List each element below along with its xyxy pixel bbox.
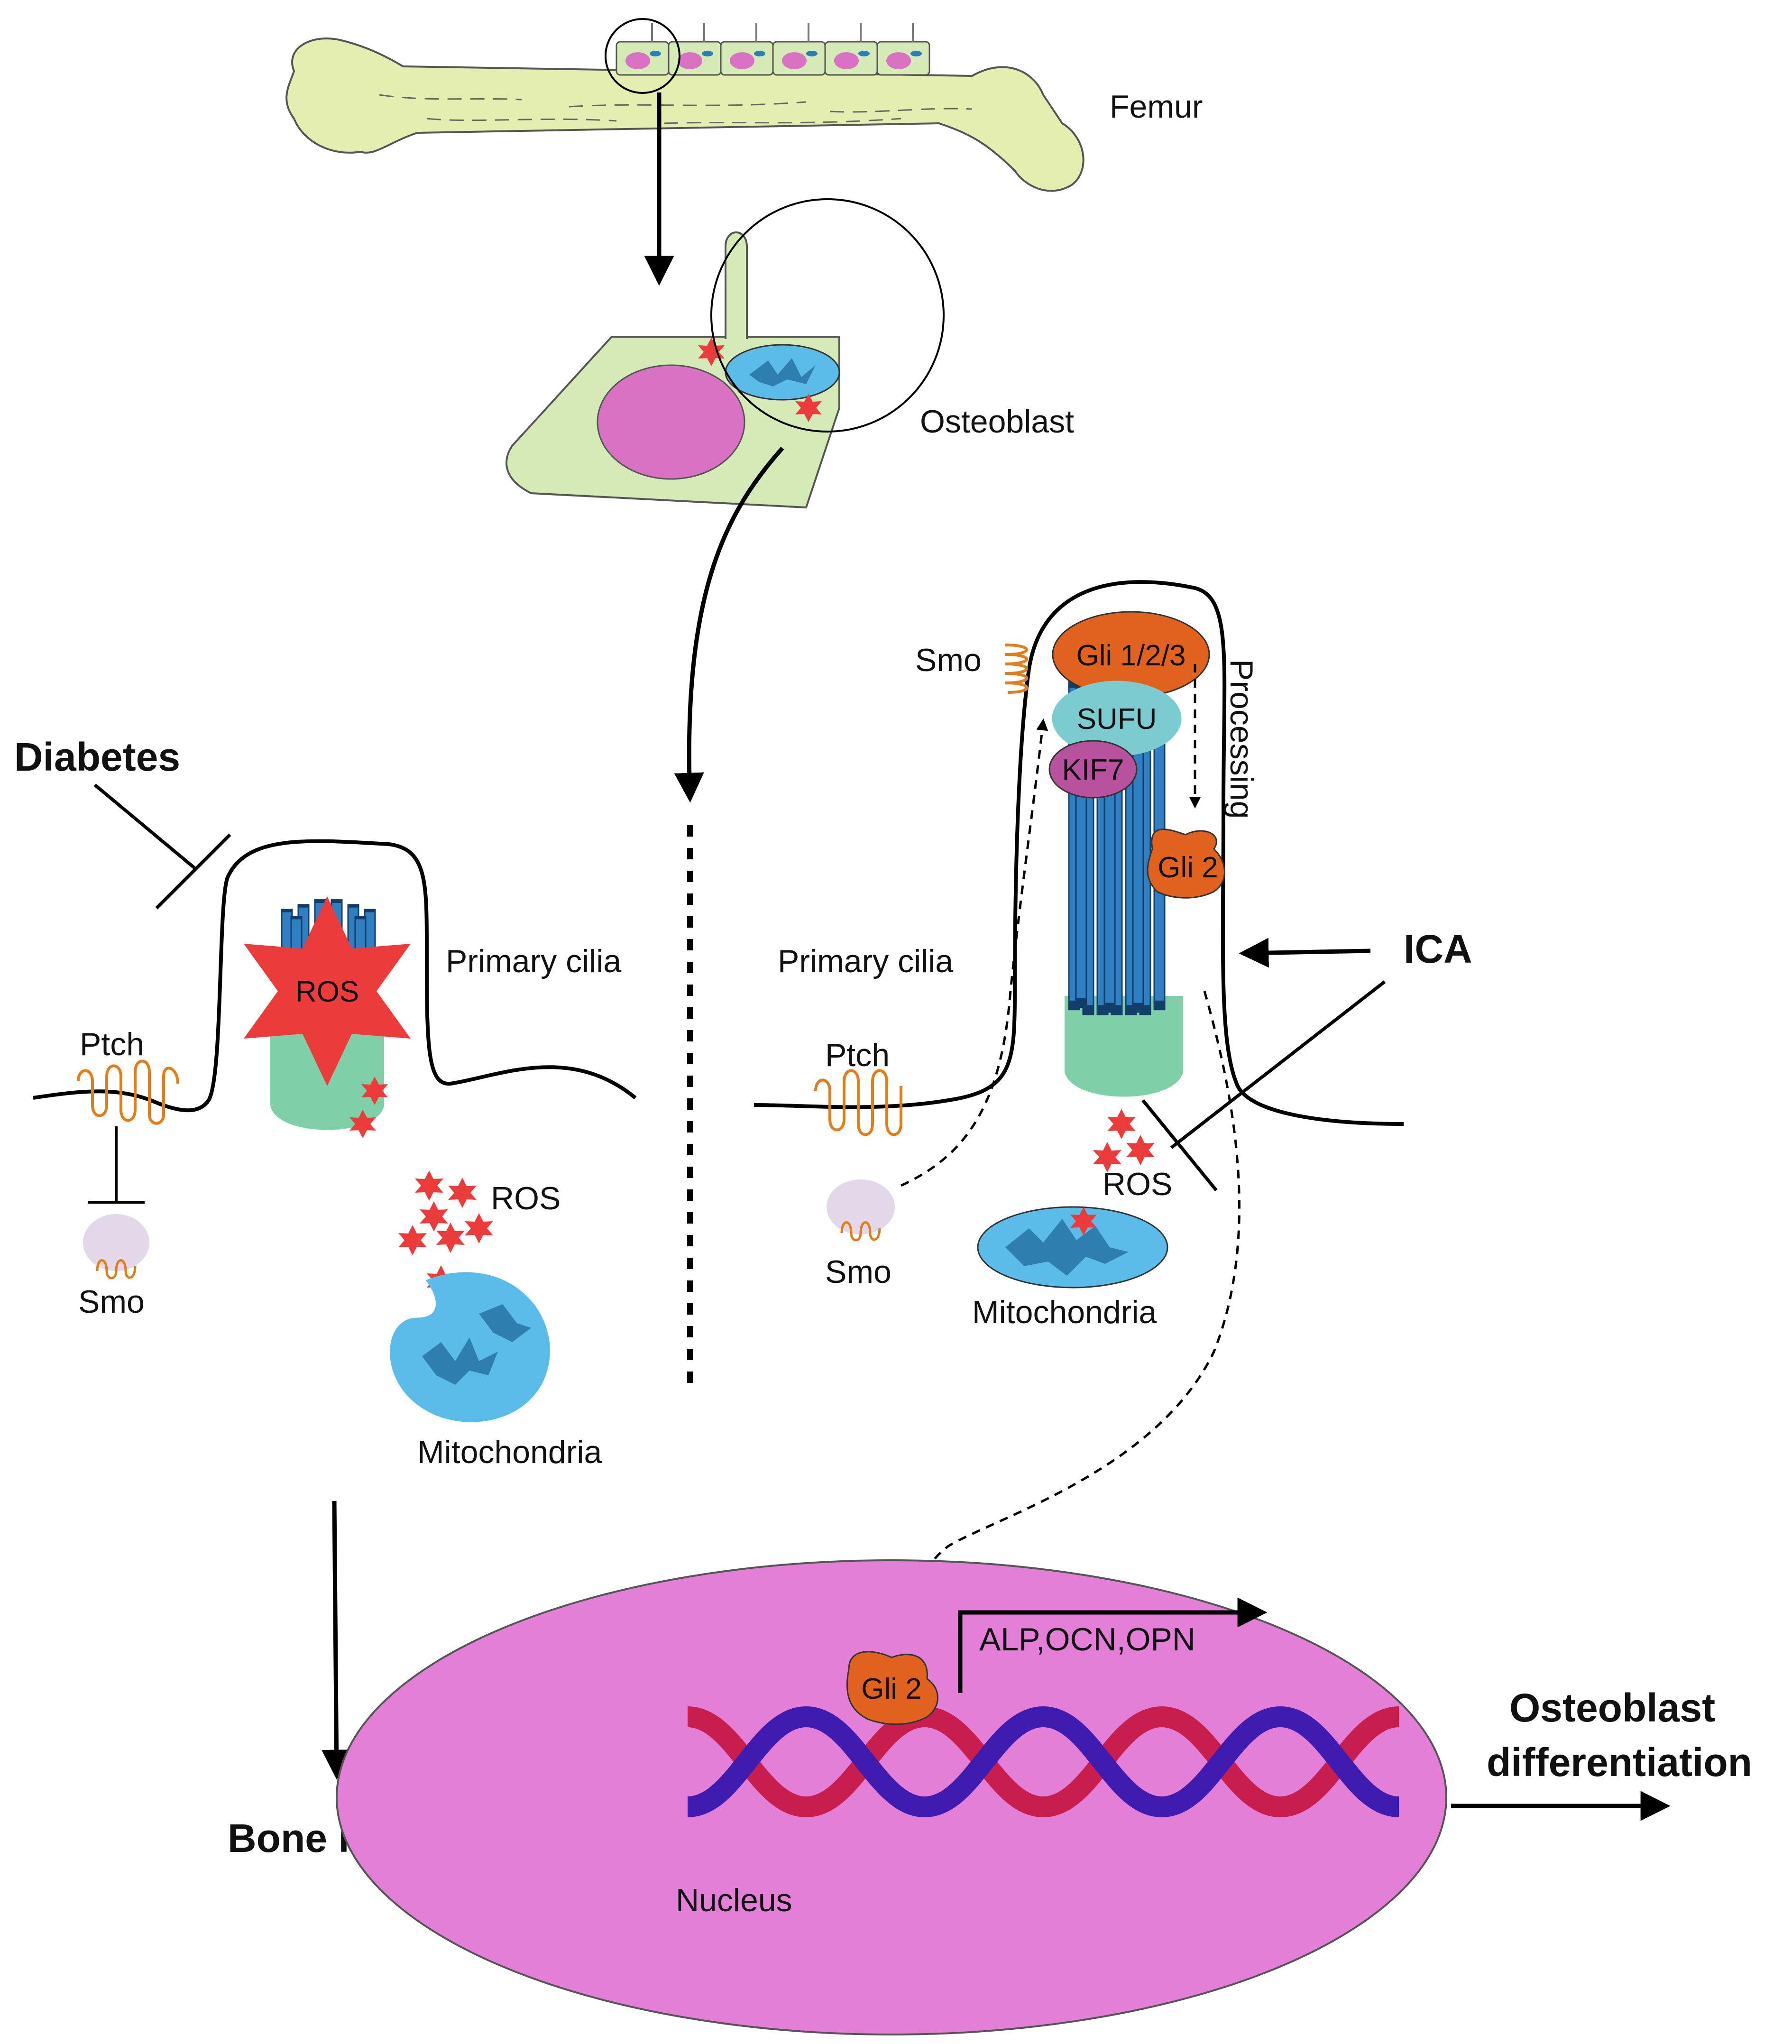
ptch-receptor-left: [77, 1059, 179, 1125]
transcription-arrow: [958, 1597, 1268, 1693]
osteoblast-diff-label-2: differentiation: [1487, 1740, 1752, 1785]
target-genes-label: ALP,OCN,OPN: [979, 1621, 1195, 1657]
nucleus-label: Nucleus: [676, 1882, 792, 1918]
diabetes-inhibit-bar: [155, 833, 231, 910]
gli2-nucleus-label: Gli 2: [861, 1673, 921, 1705]
osteoblast-diff-label-1: Osteoblast: [1509, 1685, 1715, 1730]
ros-big-star: [244, 896, 411, 1086]
smo-trafficking-arrow: [900, 718, 1048, 1187]
ros-star-small: [361, 1077, 388, 1105]
ptch-right-label: Ptch: [825, 1037, 890, 1073]
gli2-cilium: [1147, 829, 1225, 899]
ptch-receptor-right: [814, 1069, 902, 1136]
femur-label: Femur: [1110, 89, 1203, 125]
ica-inhibit-line: [1170, 980, 1386, 1149]
gli2-nuclear-translocation-arrow: [914, 991, 1241, 1610]
ros-big-star-label: ROS: [295, 976, 359, 1008]
kif7-protein: [1048, 740, 1138, 799]
mitochondria-left: [390, 1272, 550, 1422]
processing-label: Processing: [1223, 659, 1259, 819]
smo-left-label: Smo: [78, 1284, 145, 1320]
ica-arrow: [1239, 938, 1371, 968]
ros-right-label: ROS: [1103, 1166, 1172, 1202]
dna-double-helix: [687, 1706, 1400, 1818]
osteoblast-row: [616, 23, 930, 76]
primary-cilia-left-label: Primary cilia: [446, 943, 621, 979]
ros-cluster-right: [1093, 1109, 1155, 1172]
smo-vesicle-left: [83, 1214, 149, 1280]
left-cilium-membrane: [33, 839, 637, 1113]
ros-star-small: [698, 338, 725, 366]
ros-left-label: ROS: [491, 1180, 561, 1216]
smo-right-bottom-label: Smo: [825, 1254, 891, 1290]
right-cilium-membrane: [754, 580, 1404, 1126]
curved-arrow: [674, 447, 784, 803]
ros-star-small: [349, 1110, 376, 1138]
mito-left-label: Mitochondria: [417, 1434, 602, 1470]
femur-zoom-circle: [605, 18, 680, 94]
smo-receptor-right-top: [1005, 644, 1029, 694]
osteoblast-cell: [505, 231, 840, 509]
right-cilium-axoneme: [1065, 673, 1183, 1097]
primary-cilia-right-label: Primary cilia: [778, 943, 953, 979]
osteoblast-nucleus: [597, 364, 745, 480]
diabetes-inhibit-line: [93, 783, 196, 869]
ros-star-small: [795, 394, 822, 422]
mito-right-label: Mitochondria: [972, 1294, 1157, 1330]
smo-vesicle-right: [827, 1179, 895, 1242]
gli2-nucleus: [846, 1651, 938, 1725]
ptch-left-label: Ptch: [80, 1026, 144, 1062]
mitochondria-right: [977, 1206, 1168, 1289]
osteoblast-label: Osteoblast: [920, 404, 1074, 440]
gli123-label: Gli 1/2/3: [1076, 639, 1186, 672]
smo-right-top-label: Smo: [915, 642, 982, 678]
kif7-label: KIF7: [1062, 754, 1124, 786]
ica-inhibit-bar: [1141, 1099, 1218, 1192]
ica-label: ICA: [1404, 927, 1472, 971]
femur-bone: [285, 37, 1084, 192]
sufu-label: SUFU: [1077, 703, 1157, 736]
gli2-cilium-label: Gli 2: [1158, 851, 1218, 884]
cilium-zoom-circle: [710, 198, 945, 433]
diabetes-label: Diabetes: [14, 735, 180, 779]
bone-loss-arrow: [322, 1501, 352, 1780]
